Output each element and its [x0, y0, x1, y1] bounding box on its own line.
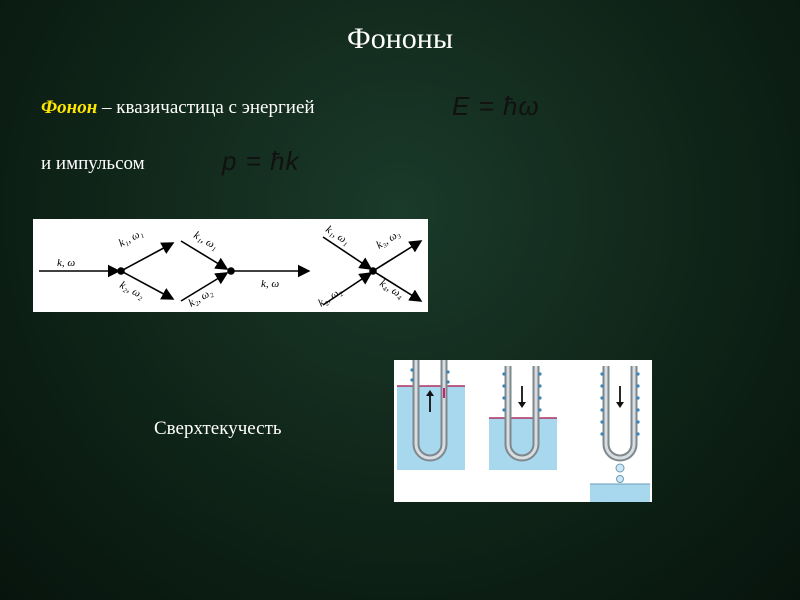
phonon-definition: Фонон – квазичастица с энергией: [41, 97, 315, 119]
energy-formula: E = ħω: [452, 91, 540, 121]
label-k1-scatter: k₁, ω₁: [323, 223, 351, 247]
label-k1-decay: k₁, ω₁: [117, 227, 146, 250]
interaction-diagram-svg: k, ω k₁, ω₁ k₂, ω₂ k₁, ω₁ k₂, ω₂ k, ω k₁…: [39, 223, 423, 310]
definition-term: Фонон: [41, 97, 98, 118]
vertex-merge: [227, 267, 235, 275]
superfluidity-illustration: [394, 360, 652, 502]
slide-title: Фононы: [347, 22, 453, 55]
label-k-out: k, ω: [261, 278, 279, 290]
label-k3-scatter: k₃, ω₃: [374, 228, 402, 252]
momentum-text: и импульсом: [41, 153, 145, 174]
arrow-k2-in: [180, 272, 229, 302]
arrow-k1-in: [180, 240, 229, 270]
label-k2-scatter: k₂, ω₂: [316, 285, 344, 309]
helium-film-dots: [410, 368, 640, 436]
momentum-formula: p = ħk: [222, 146, 300, 176]
superfluidity-caption: Сверхтекучесть: [154, 418, 282, 439]
u-tube-panel-3: [590, 366, 650, 502]
vertex-scatter: [369, 267, 377, 275]
phonon-interaction-diagram: k, ω k₁, ω₁ k₂, ω₂ k₁, ω₁ k₂, ω₂ k, ω k₁…: [33, 219, 428, 312]
arrow-k1-scatter: [322, 236, 373, 270]
vertex-decay: [117, 267, 125, 275]
arrow-k2-out: [120, 270, 175, 300]
arrow-k2-scatter: [322, 272, 373, 306]
label-k-in: k, ω: [57, 257, 75, 269]
definition-text: – квазичастица с энергией: [97, 97, 315, 118]
u-tube-panel-1: [397, 360, 465, 470]
superfluidity-svg: [397, 360, 650, 502]
label-k4-scatter: k₄, ω₄: [377, 277, 405, 301]
arrow-k1-out: [120, 242, 175, 272]
arrow-k3-scatter: [372, 240, 423, 272]
u-tube-panel-2: [489, 366, 557, 470]
arrow-k4-scatter: [372, 270, 423, 302]
